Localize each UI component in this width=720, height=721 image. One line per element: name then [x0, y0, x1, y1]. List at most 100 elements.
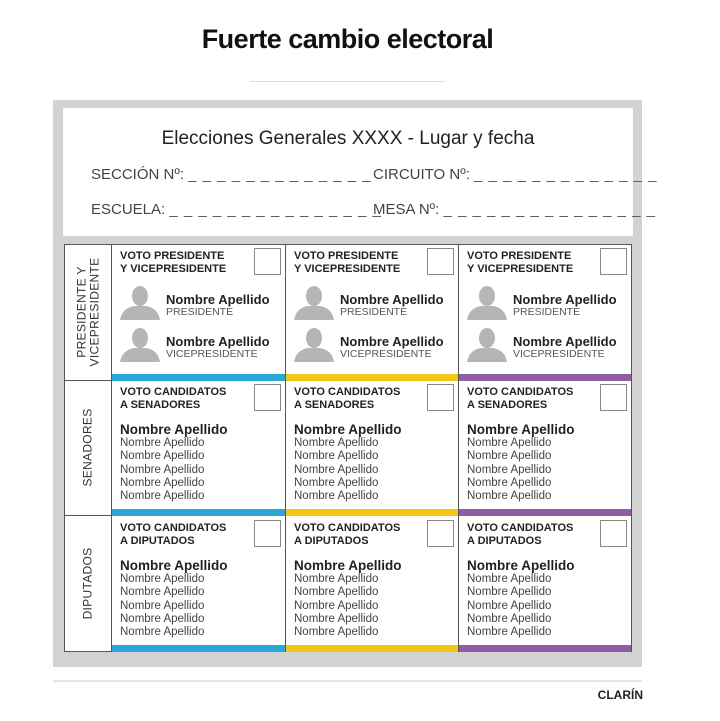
- party-color-bar: [459, 509, 631, 516]
- candidate-name: Nombre Apellido: [294, 612, 379, 625]
- person-silhouette-icon: [294, 286, 334, 320]
- vote-checkbox[interactable]: [427, 520, 454, 547]
- candidate-name: Nombre Apellido: [467, 599, 552, 612]
- candidate-name: Nombre Apellido: [340, 334, 444, 349]
- candidate-name: Nombre Apellido: [467, 422, 575, 437]
- party-cell: VOTO PRESIDENTE Y VICEPRESIDENTE Nombre A…: [286, 244, 459, 381]
- candidate-name: Nombre Apellido: [120, 437, 205, 449]
- vote-checkbox[interactable]: [254, 248, 281, 275]
- vote-checkbox[interactable]: [427, 248, 454, 275]
- field-label: CIRCUITO Nº:: [373, 166, 470, 183]
- party-cell: VOTO CANDIDATOS A DIPUTADOS Nombre Apelli…: [286, 516, 459, 652]
- candidate-name: Nombre Apellido: [120, 490, 205, 503]
- party-cell: VOTO CANDIDATOS A SENADORES Nombre Apelli…: [459, 380, 631, 516]
- party-cell: VOTO PRESIDENTE Y VICEPRESIDENTE Nombre A…: [459, 244, 631, 381]
- candidate-name: Nombre Apellido: [467, 490, 552, 503]
- vote-checkbox[interactable]: [600, 384, 627, 411]
- candidate-name: Nombre Apellido: [294, 437, 379, 449]
- row-label: SENADORES: [65, 380, 112, 516]
- row-label-text: PRESIDENTE Y VICEPRESIDENTE: [74, 257, 102, 367]
- vote-title: VOTO PRESIDENTE Y VICEPRESIDENTE: [467, 250, 574, 275]
- candidate-role: PRESIDENTE: [513, 306, 581, 318]
- candidate-role: VICEPRESIDENTE: [166, 348, 258, 360]
- candidate-name: Nombre Apellido: [294, 476, 379, 489]
- candidate-name: Nombre Apellido: [467, 476, 552, 489]
- candidate-name: Nombre Apellido: [294, 463, 379, 476]
- party-color-bar: [459, 374, 631, 381]
- vote-checkbox[interactable]: [427, 384, 454, 411]
- candidate-name: Nombre Apellido: [294, 450, 379, 463]
- vote-checkbox[interactable]: [254, 520, 281, 547]
- candidate-role: PRESIDENTE: [166, 306, 234, 318]
- candidate-name: Nombre Apellido: [467, 586, 552, 599]
- party-color-bar: [286, 509, 458, 516]
- candidate-name: Nombre Apellido: [294, 626, 379, 639]
- candidate-name: Nombre Apellido: [467, 437, 552, 449]
- ballot-grid: PRESIDENTE Y VICEPRESIDENTE VOTO PRESIDEN…: [64, 244, 632, 652]
- person-silhouette-icon: [120, 328, 160, 362]
- candidate-name: Nombre Apellido: [120, 463, 205, 476]
- field-label: SECCIÓN Nº:: [91, 166, 184, 183]
- vote-title: VOTO CANDIDATOS A DIPUTADOS: [467, 522, 574, 547]
- candidate-name: Nombre Apellido: [120, 422, 228, 437]
- person-silhouette-icon: [467, 286, 507, 320]
- candidate-name: Nombre Apellido: [467, 463, 552, 476]
- party-color-bar: [112, 374, 285, 381]
- vote-title: VOTO CANDIDATOS A SENADORES: [467, 386, 574, 411]
- field-label: MESA Nº:: [373, 201, 440, 218]
- ballot-heading: Elecciones Generales XXXX - Lugar y fech…: [161, 128, 535, 149]
- escuela-field: ESCUELA: _ _ _ _ _ _ _ _ _ _ _ _ _ _ _: [91, 201, 382, 218]
- candidate-name: Nombre Apellido: [513, 334, 617, 349]
- row-label: PRESIDENTE Y VICEPRESIDENTE: [65, 244, 112, 381]
- candidate-name: Nombre Apellido: [467, 450, 552, 463]
- party-color-bar: [286, 374, 458, 381]
- person-silhouette-icon: [294, 328, 334, 362]
- candidate-name: Nombre Apellido: [294, 599, 379, 612]
- vote-title: VOTO PRESIDENTE Y VICEPRESIDENTE: [294, 250, 401, 275]
- candidate-name: Nombre Apellido: [120, 450, 205, 463]
- vote-title: VOTO CANDIDATOS A SENADORES: [120, 386, 227, 411]
- person-silhouette-icon: [120, 286, 160, 320]
- candidate-name: Nombre Apellido: [467, 573, 552, 585]
- vote-checkbox[interactable]: [254, 384, 281, 411]
- candidate-name: Nombre Apellido: [294, 586, 379, 599]
- candidate-name: Nombre Apellido: [166, 292, 270, 307]
- candidate-name: Nombre Apellido: [120, 586, 205, 599]
- candidate-name: Nombre Apellido: [294, 573, 379, 585]
- party-cell: VOTO CANDIDATOS A DIPUTADOS Nombre Apelli…: [459, 516, 631, 652]
- party-color-bar: [112, 645, 285, 652]
- vote-title: VOTO CANDIDATOS A DIPUTADOS: [294, 522, 401, 547]
- mesa-field: MESA Nº: _ _ _ _ _ _ _ _ _ _ _ _ _ _ _: [373, 201, 656, 218]
- candidate-name: Nombre Apellido: [467, 626, 552, 639]
- candidate-name: Nombre Apellido: [513, 292, 617, 307]
- circuito-field: CIRCUITO Nº: _ _ _ _ _ _ _ _ _ _ _ _ _: [373, 166, 658, 183]
- candidate-name: Nombre Apellido: [166, 334, 270, 349]
- party-cell: VOTO CANDIDATOS A SENADORES Nombre Apelli…: [112, 380, 286, 516]
- party-color-bar: [112, 509, 285, 516]
- brand-logo: CLARÍN: [597, 688, 643, 702]
- seccion-field: SECCIÓN Nº: _ _ _ _ _ _ _ _ _ _ _ _ _: [91, 166, 372, 183]
- vote-title: VOTO PRESIDENTE Y VICEPRESIDENTE: [120, 250, 227, 275]
- candidate-name: Nombre Apellido: [467, 612, 552, 625]
- candidate-name: Nombre Apellido: [120, 573, 205, 585]
- vote-checkbox[interactable]: [600, 248, 627, 275]
- field-blank: _ _ _ _ _ _ _ _ _ _ _ _ _: [188, 166, 372, 183]
- party-cell: VOTO PRESIDENTE Y VICEPRESIDENTE Nombre A…: [112, 244, 286, 381]
- party-color-bar: [286, 645, 458, 652]
- field-blank: _ _ _ _ _ _ _ _ _ _ _ _ _ _ _: [443, 201, 656, 218]
- candidate-name: Nombre Apellido: [340, 292, 444, 307]
- row-label: DIPUTADOS: [65, 516, 112, 652]
- vote-checkbox[interactable]: [600, 520, 627, 547]
- field-blank: _ _ _ _ _ _ _ _ _ _ _ _ _ _ _: [169, 201, 382, 218]
